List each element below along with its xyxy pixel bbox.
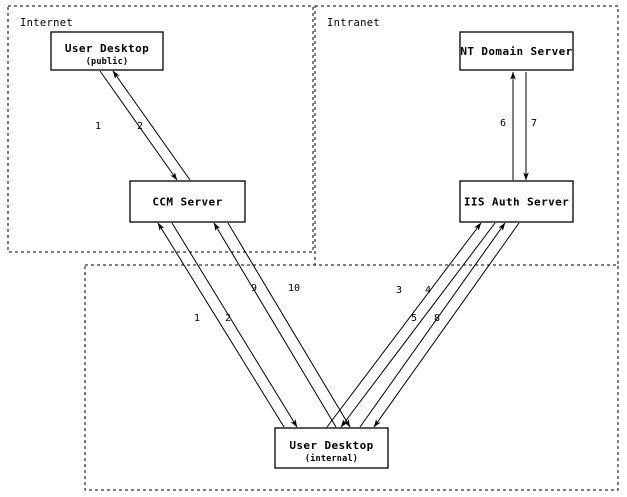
node-title-iis-auth-server: IIS Auth Server [464,196,569,209]
flow-step-label-flow-2-public: 2 [137,121,143,132]
node-title-nt-domain-server: NT Domain Server [460,45,572,58]
flow-flow-1-internal: 1 [157,222,285,428]
node-box-ccm-server[interactable] [129,180,246,223]
node-box-user-desktop-internal[interactable] [274,427,389,469]
flow-arrow-flow-9 [213,222,337,428]
flow-flow-1-public: 1 [95,70,178,181]
flow-step-label-flow-2-internal: 2 [225,313,231,324]
flow-arrow-flow-10 [227,222,351,428]
flow-arrow-flow-8 [373,222,520,428]
flow-arrow-flow-2-internal [171,222,298,428]
zone-label-internet: Internet [20,17,73,29]
flow-step-label-flow-9: 9 [251,283,257,294]
flow-step-label-flow-8: 8 [434,313,440,324]
flow-flow-3: 3 [326,222,482,428]
node-title-user-desktop-public: User Desktop [65,42,149,55]
node-user-desktop-internal[interactable]: User Desktop(internal) [274,427,389,469]
zone-intranet [314,5,619,266]
node-user-desktop-public[interactable]: User Desktop(public) [50,31,164,71]
flow-step-label-flow-7: 7 [531,118,537,129]
flows-layer: 1 2 6 7 1 2 9 10 3 4 5 8 [95,70,537,428]
zone-boundary-intranet [314,5,619,266]
flow-step-label-flow-3: 3 [396,285,402,296]
flow-arrow-flow-1-internal [157,222,285,428]
flow-flow-9: 9 [213,222,337,428]
flow-flow-6: 6 [500,71,516,180]
flow-step-label-flow-4: 4 [425,285,431,296]
zone-boundary-internal [84,264,619,491]
node-title-user-desktop-internal: User Desktop [289,439,373,452]
node-box-iis-auth-server[interactable] [459,180,574,223]
zone-internet [7,5,314,253]
node-subtitle-user-desktop-internal: (internal) [305,453,358,464]
flow-arrow-flow-1-public [99,70,178,181]
flow-flow-7: 7 [523,72,537,181]
flow-step-label-flow-1-public: 1 [95,121,101,132]
flow-step-label-flow-10: 10 [288,283,300,294]
flow-arrow-flow-5 [359,222,506,428]
node-box-user-desktop-public[interactable] [50,31,164,71]
flow-step-label-flow-1-internal: 1 [194,313,200,324]
zone-boundary-internet [7,5,314,253]
flow-flow-4: 4 [340,222,496,428]
node-ccm-server[interactable]: CCM Server [129,180,246,223]
flow-step-label-flow-5: 5 [411,313,417,324]
flow-step-label-flow-6: 6 [500,118,506,129]
node-title-ccm-server: CCM Server [152,196,222,209]
flow-arrow-flow-3 [326,222,482,428]
flow-flow-2-public: 2 [112,70,191,181]
node-iis-auth-server[interactable]: IIS Auth Server [459,180,574,223]
flow-arrow-flow-4 [340,222,496,428]
node-box-nt-domain-server[interactable] [459,31,574,71]
flow-flow-8: 8 [373,222,520,428]
flow-flow-2-internal: 2 [171,222,298,428]
node-nt-domain-server[interactable]: NT Domain Server [459,31,574,71]
zone-label-intranet: Intranet [327,17,380,29]
node-subtitle-user-desktop-public: (public) [86,56,129,67]
zones-layer: Internet Intranet [7,5,619,491]
flow-flow-5: 5 [359,222,506,428]
flow-arrow-flow-2-public [112,70,191,181]
flow-flow-10: 10 [227,222,351,428]
zone-internal [84,264,619,491]
